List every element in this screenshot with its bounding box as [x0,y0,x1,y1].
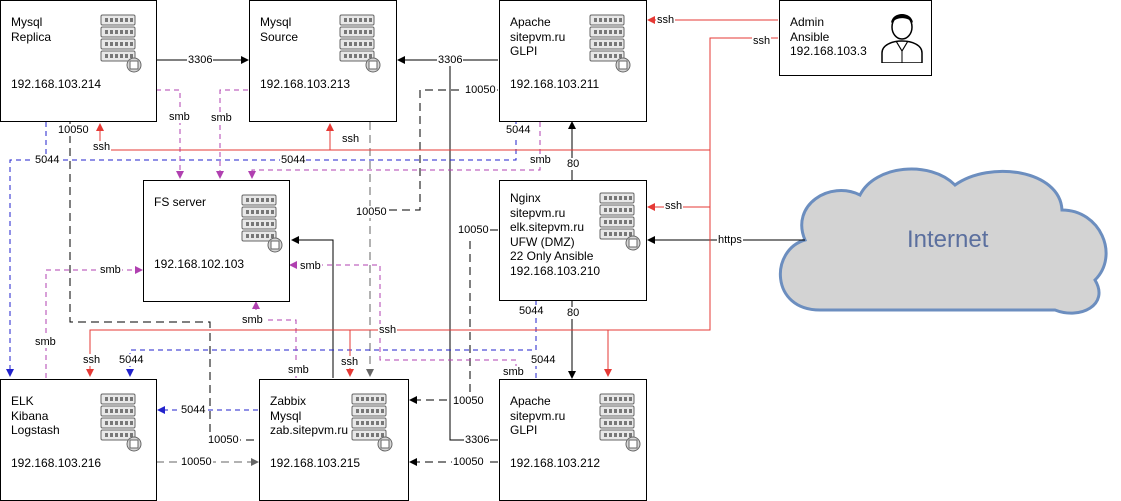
edge-5044-replica [6,122,47,377]
edge-label-3306: 3306 [187,54,214,66]
internet-label: Internet [907,226,989,253]
edge-smb-source [216,89,248,179]
edge-label-5044: 5044 [518,305,545,317]
edge-label-ssh: ssh [378,324,398,336]
server-icon [100,14,142,73]
edge-label-10050: 10050 [180,456,213,468]
edge-label-5044: 5044 [280,154,307,166]
edge-ssh-admin-bus [86,37,778,377]
edge-label-smb: smb [529,154,552,166]
edge-label-10050: 10050 [355,206,388,218]
edge-label-ssh: ssh [656,14,676,26]
edge-label-10050: 10050 [457,224,490,236]
edge-10050-nginx [409,229,498,404]
edge-label-ssh: ssh [82,354,102,366]
edge-label-5044: 5044 [34,154,61,166]
node-ip: 192.168.103.215 [270,456,361,470]
edge-zabbix-fs [291,236,334,378]
edge-label-ssh: ssh [341,133,361,145]
edge-label-5044: 5044 [530,354,557,366]
edge-label-3306: 3306 [464,434,491,446]
node-ip: 192.168.103.212 [510,456,601,470]
edge-smb-apache-bottom [289,261,517,378]
edge-label-https: https [717,234,743,246]
edge-label-smb: smb [241,314,264,326]
edge-label-5044: 5044 [118,354,145,366]
edge-label-smb: smb [99,264,122,276]
edge-3306-apache-bottom [449,60,498,441]
edge-label-smb: smb [168,111,191,123]
edge-label-10050: 10050 [452,395,485,407]
server-icon [599,192,641,251]
fs-server-node[interactable]: FS server 192.168.102.103 [143,180,290,302]
node-ip: 192.168.103.213 [260,77,351,91]
edge-label-smb: smb [210,112,233,124]
edge-label-ssh: ssh [664,200,684,212]
edge-label-smb: smb [502,366,525,378]
edge-label-5044: 5044 [180,404,207,416]
edge-label-smb: smb [34,336,57,348]
user-icon [881,14,923,63]
server-icon [599,393,641,452]
edge-label-smb: smb [299,260,322,272]
edge-label-10050: 10050 [57,124,90,136]
edge-label-10050: 10050 [207,434,240,446]
node-title: FS server [154,195,207,209]
server-icon [589,14,631,73]
edge-ssh-bus-top [96,123,710,151]
edge-label-3306: 3306 [437,54,464,66]
server-icon [241,194,283,253]
edge-smb-replica [156,89,184,179]
node-ip: 192.168.103.211 [510,77,600,91]
edge-label-ssh: ssh [340,356,360,368]
server-icon [351,393,393,452]
edge-label-10050: 10050 [452,456,485,468]
edge-label-ssh: ssh [752,35,772,47]
edge-label-smb: smb [287,364,310,376]
edge-label-ssh: ssh [92,141,112,153]
edge-label-80: 80 [566,158,581,170]
node-ip: 192.168.103.214 [11,77,102,91]
edge-label-5044: 5044 [505,124,532,136]
edge-smb-zabbix [252,301,297,378]
node-ip: 192.168.103.216 [11,456,102,470]
server-icon [339,14,381,73]
node-ip: 192.168.102.103 [154,257,245,271]
edge-label-80: 80 [566,307,581,319]
edge-label-10050: 10050 [464,84,497,96]
server-icon [100,393,142,452]
edge-smb-apache-top [248,122,541,179]
